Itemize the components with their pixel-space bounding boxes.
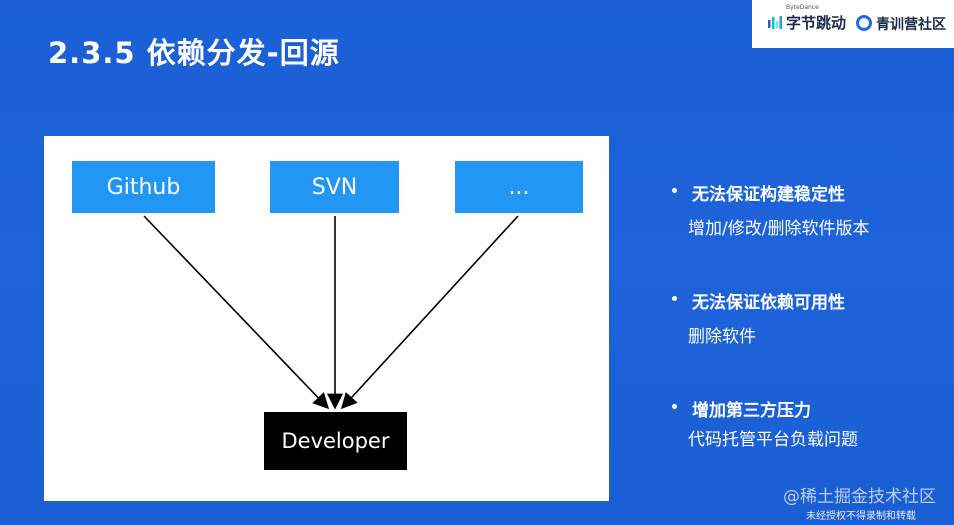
bullet-head: 无法保证依赖可用性 [672,288,942,313]
source-node-github: Github [72,161,215,213]
bullet-detail: 代码托管平台负载问题 [688,430,858,450]
bytedance-logo: ByteDance 字节跳动 [768,4,847,33]
bytedance-text: 字节跳动 [786,14,847,32]
bullet-detail: 删除软件 [688,327,756,347]
arrow-more-to-developer [340,215,519,410]
slide-title: 2.3.5 依赖分发-回源 [48,36,340,70]
source-watermark: @稀土掘金技术社区 [783,487,936,507]
camp-text: 青训营社区 [876,17,946,33]
logo-bar: ByteDance 字节跳动 青训营社区 [752,0,954,48]
bytedance-sub-text: ByteDance [786,4,819,11]
arrow-github-to-developer [143,215,330,410]
source-node-svn: SVN [270,161,399,213]
source-node-more: ... [455,161,583,213]
diagram-panel: Github SVN ... Developer [44,136,609,501]
bullet-item: 无法保证构建稳定性 增加/修改/删除软件版本 [672,180,942,239]
bullet-head: 无法保证构建稳定性 [672,180,942,205]
bullet-item: 增加第三方压力 代码托管平台负载问题 [672,396,942,450]
dependency-arrows [143,215,519,410]
developer-node: Developer [264,412,407,470]
camp-logo: 青训营社区 [856,14,946,34]
bytedance-icon [768,16,782,29]
bullet-item: 无法保证依赖可用性 删除软件 [672,288,942,347]
bullet-detail: 增加/修改/删除软件版本 [688,219,870,239]
copyright-notice: 未经授权不得录制和转载 [806,511,916,522]
bullet-head: 增加第三方压力 [672,396,942,421]
camp-ring-icon [856,15,872,31]
